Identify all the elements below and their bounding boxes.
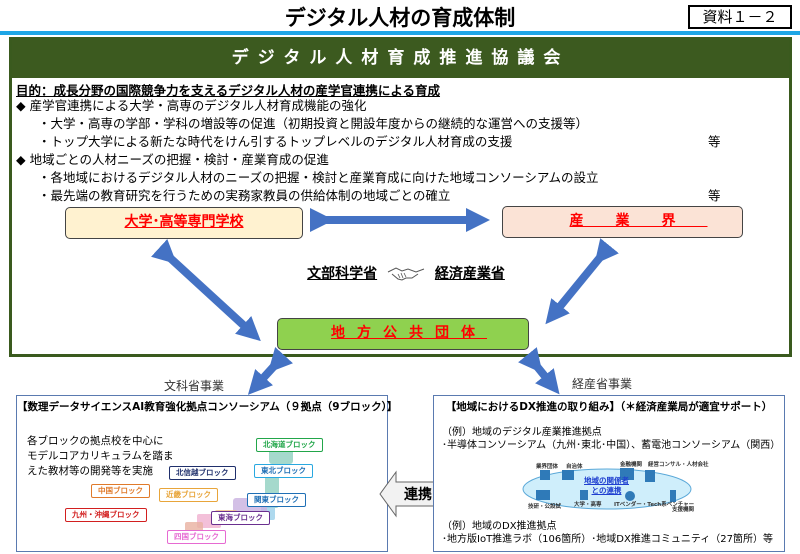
etc-mark: 等 [708,134,721,149]
actor-label: 大学・高専 [574,502,602,508]
council-panel: デジタル人材育成推進協議会 目的：成長分野の国際競争力を支えるデジタル人材の産学… [9,37,792,357]
example2-detail: ･地方版IoT推進ラボ（106箇所）･地域DX推進コミュニティ（27箇所）等 [442,534,773,545]
ecosystem-center-line: 地域の関係者 [584,476,629,485]
meti-project-label: 経産省事業 [572,377,633,391]
meti-project-title: 【地域におけるDX推進の取り組み】（＊経済産業局が適宜サポート） [445,401,773,413]
actor-label: 経営コンサル・人材会社 [648,462,709,468]
bullet-line: ◆ 地域ごとの人材ニーズの把握・検討・産業育成の促進 [16,151,781,169]
block-label-tohoku: 東北ブロック [254,464,313,478]
bullet-line: ・最先端の教育研究を行うための実務家教員の供給体制の地域ごとの確立 等 [16,187,781,205]
ecosystem-center-line: との連携 [591,486,622,495]
bullet-line: ・大学・高専の学部・学科の増設等の促進（初期投資と開設年度からの継続的な運営への… [16,115,781,133]
local-government-box: 地方公共団体 [277,318,529,350]
stakeholder-ecosystem-diagram [522,468,692,510]
mext-project-description: 各ブロックの拠点校を中心に モデルコアカリキュラムを踏ま えた教材等の開発等を実… [27,434,173,479]
actor-label: 金融機関 [620,462,643,468]
example2-heading: （例）地域のDX推進拠点 [442,521,557,532]
meti-label: 経済産業省 [434,266,505,282]
block-label-shikoku: 四国ブロック [167,530,226,544]
actor-label: 支援機関 [672,507,695,513]
ecosystem-center-label: 地域の関係者 との連携 [584,476,629,496]
description-line: モデルコアカリキュラムを踏ま [27,450,174,462]
university-box: 大学･高等専門学校 [65,207,303,239]
block-label-chugoku: 中国ブロック [91,484,150,498]
mext-label: 文部科学省 [307,266,378,282]
mext-project-title: 【数理データサイエンスAI教育強化拠点コンソーシアム（９拠点（9ブロック）】 [17,401,398,413]
description-line: 各ブロックの拠点校を中心に [27,435,164,447]
block-label-kinki: 近畿ブロック [159,488,218,502]
council-header: デジタル人材育成推進協議会 [12,40,789,78]
block-label-kyushu-okinawa: 九州・沖縄ブロック [65,508,147,522]
bullet-line: ・各地域におけるデジタル人材のニーズの把握・検討と産業育成に向けた地域コンソーシ… [16,169,781,187]
bullet-text: ◆ 地域ごとの人材ニーズの把握・検討・産業育成の促進 [16,152,329,167]
page-title: デジタル人材の育成体制 [284,6,516,30]
handshake-icon [387,267,425,281]
bullet-line: ・トップ大学による新たな時代をけん引するトップレベルのデジタル人材育成の支援 等 [16,133,781,151]
bullet-text: ・大学・高専の学部・学科の増設等の促進（初期投資と開設年度からの継続的な運営への… [38,116,589,131]
actor-label: 技研・公設試 [528,504,562,510]
bullet-line: ◆ 産学官連携による大学・高専のデジタル人材育成機能の強化 [16,97,781,115]
block-label-hokkaido: 北海道ブロック [256,438,323,452]
actor-label: 自治体 [566,464,583,470]
etc-mark: 等 [708,188,721,203]
block-label-tokai: 東海ブロック [211,511,270,525]
bullet-text: ・トップ大学による新たな時代をけん引するトップレベルのデジタル人材育成の支援 [38,134,513,149]
council-purpose: 目的：成長分野の国際競争力を支えるデジタル人材の産学官連携による育成 [16,83,441,98]
industry-box: 産業界 [502,206,743,238]
bullet-text: ・各地域におけるデジタル人材のニーズの把握・検討と産業育成に向けた地域コンソーシ… [38,170,599,185]
block-label-kanto: 関東ブロック [247,493,306,507]
bullet-text: ◆ 産学官連携による大学・高専のデジタル人材育成機能の強化 [16,98,367,113]
example1-detail: ･半導体コンソーシアム（九州･東北･中国）、蓄電池コンソーシアム（関西） [442,440,781,451]
ministries-row: 文部科学省 経済産業省 [276,263,536,283]
description-line: えた教材等の開発等を実施 [27,465,153,477]
collaboration-label: 連携 [404,487,432,503]
block-label-hokushinetsu: 北信越ブロック [169,466,236,480]
document-reference-badge: 資料１－２ [688,5,792,29]
actor-label: ITベンダー・Tech系ベンチャー [614,502,695,508]
title-divider [0,31,800,35]
arrow-council-mext [247,347,293,395]
stakeholder-icons [536,468,676,502]
arrow-council-meti [518,347,560,395]
actor-label: 業界団体 [536,464,559,470]
bullet-text: ・最先端の教育研究を行うための実務家教員の供給体制の地域ごとの確立 [38,188,451,203]
mext-project-label: 文科省事業 [164,379,225,393]
mext-project-panel: 【数理データサイエンスAI教育強化拠点コンソーシアム（９拠点（9ブロック）】 各… [16,395,398,552]
example1-heading: （例）地域のデジタル産業推進拠点 [442,427,602,438]
council-bullet-list: ◆ 産学官連携による大学・高専のデジタル人材育成機能の強化 ・大学・高専の学部・… [16,97,781,205]
